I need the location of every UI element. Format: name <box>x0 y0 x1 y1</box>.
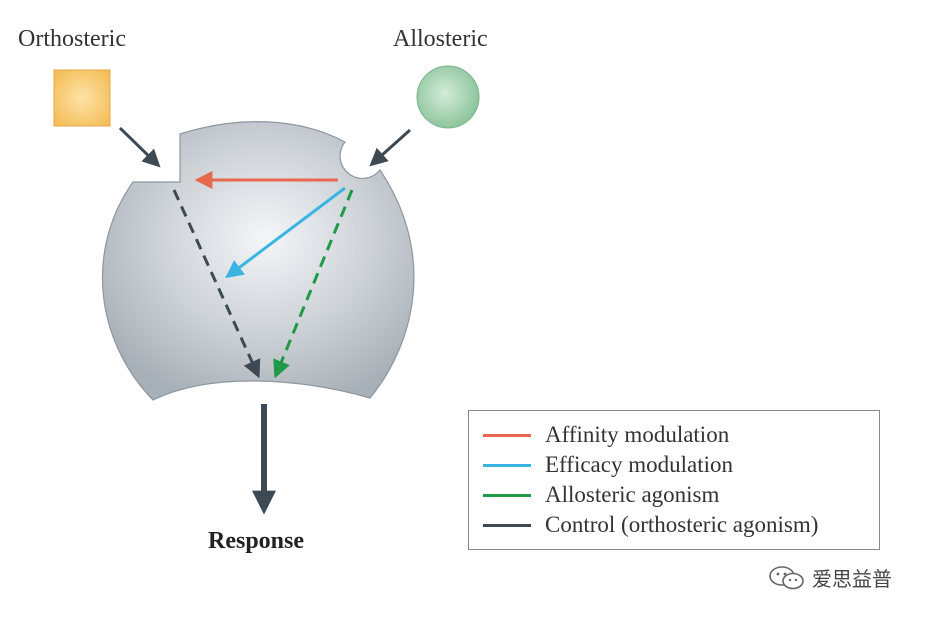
allosteric-label: Allosteric <box>393 26 488 52</box>
orthosteric-label: Orthosteric <box>18 26 126 52</box>
legend-label-control: Control (orthosteric agonism) <box>545 512 819 537</box>
legend-box: Affinity modulation Efficacy modulation … <box>468 410 880 550</box>
watermark-text: 爱思益普 <box>812 567 892 591</box>
legend-swatch-affinity <box>483 433 531 437</box>
wechat-icon <box>769 565 804 589</box>
response-label: Response <box>208 528 305 554</box>
allosteric-ligand-circle <box>416 65 480 129</box>
orthosteric-binding-arrow <box>118 126 161 168</box>
orthosteric-ligand-square <box>53 69 111 127</box>
legend-label-efficacy: Efficacy modulation <box>545 452 733 477</box>
legend-item-efficacy: Efficacy modulation <box>483 451 733 479</box>
legend-swatch-efficacy <box>483 463 531 467</box>
receptor-shape <box>101 121 415 401</box>
control-orthosteric-arrow <box>172 189 261 379</box>
legend-swatch-control <box>483 523 531 527</box>
legend-item-control: Control (orthosteric agonism) <box>483 511 818 539</box>
legend-item-affinity: Affinity modulation <box>483 421 729 449</box>
allosteric-binding-arrow <box>369 128 412 167</box>
efficacy-modulation-arrow <box>225 186 346 279</box>
legend-label-allosteric-agonism: Allosteric agonism <box>545 482 720 507</box>
allosteric-agonism-arrow <box>273 189 354 379</box>
legend-label-affinity: Affinity modulation <box>545 422 730 447</box>
legend-item-allosteric-agonism: Allosteric agonism <box>483 481 719 509</box>
legend-swatch-allosteric-agonism <box>483 493 531 497</box>
watermark: 爱思益普 <box>768 563 892 592</box>
